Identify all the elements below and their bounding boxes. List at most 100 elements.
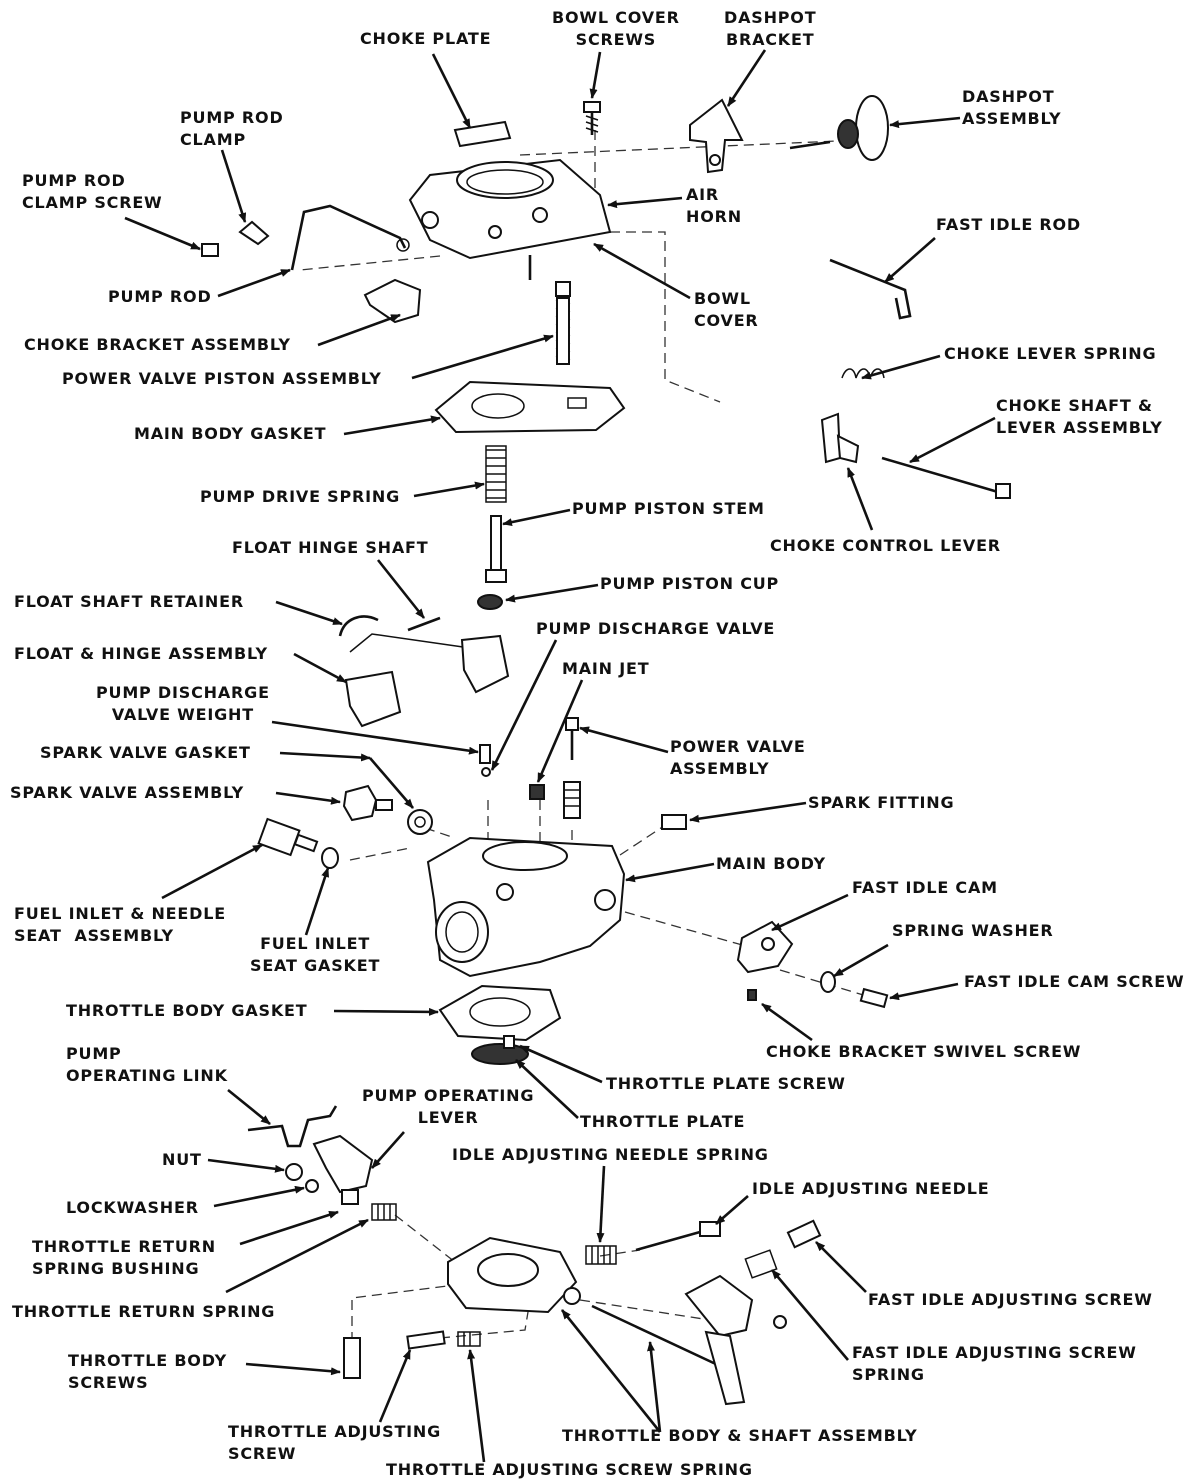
label-choke-control-lever: CHOKE CONTROL LEVER	[770, 536, 1001, 555]
label-throttle-return-spring-bushing: THROTTLE RETURN SPRING BUSHING	[32, 1237, 216, 1278]
label-choke-shaft-lever-assembly: CHOKE SHAFT & LEVER ASSEMBLY	[996, 396, 1163, 437]
label-spark-valve-assembly: SPARK VALVE ASSEMBLY	[10, 783, 245, 802]
label-main-jet: MAIN JET	[562, 659, 650, 678]
label-spark-fitting: SPARK FITTING	[808, 793, 955, 812]
part-power-valve-piston	[555, 281, 571, 365]
part-choke-plate	[453, 120, 512, 148]
label-fast-idle-rod: FAST IDLE ROD	[936, 215, 1082, 234]
part-nut	[285, 1163, 303, 1181]
part-choke-bracket-swivel-screw	[747, 989, 757, 1001]
part-choke-shaft-lever	[820, 412, 1011, 499]
label-throttle-adjusting-screw-spring: THROTTLE ADJUSTING SCREW SPRING	[386, 1460, 753, 1479]
part-pump-rod	[290, 204, 410, 271]
part-main-body	[426, 836, 626, 978]
part-dashpot-assembly	[789, 95, 889, 161]
label-pump-rod-clamp: PUMP ROD CLAMP	[180, 108, 284, 149]
label-dashpot-bracket: DASHPOT BRACKET	[724, 8, 817, 49]
part-air-horn	[408, 158, 612, 280]
part-throttle-plate	[471, 1035, 529, 1065]
label-float-hinge-shaft: FLOAT HINGE SHAFT	[232, 538, 429, 557]
label-power-valve-assembly: POWER VALVE ASSEMBLY	[670, 737, 806, 778]
label-idle-adjusting-needle: IDLE ADJUSTING NEEDLE	[752, 1179, 990, 1198]
label-fuel-inlet-seat-gasket: FUEL INLET SEAT GASKET	[250, 934, 381, 975]
part-float-shaft-retainer	[338, 615, 379, 637]
label-choke-lever-spring: CHOKE LEVER SPRING	[944, 344, 1157, 363]
part-main-body-gasket	[434, 380, 626, 434]
part-throttle-return-spring	[371, 1203, 397, 1221]
part-fast-idle-rod	[829, 258, 912, 320]
part-dashpot-bracket	[689, 98, 744, 174]
label-fast-idle-cam-screw: FAST IDLE CAM SCREW	[964, 972, 1185, 991]
label-bowl-cover: BOWL COVER	[694, 289, 759, 330]
label-main-body: MAIN BODY	[716, 854, 826, 873]
part-pump-piston-stem	[485, 515, 507, 583]
part-fast-idle-adjusting-screw	[786, 1219, 822, 1249]
label-pump-rod: PUMP ROD	[108, 287, 212, 306]
part-throttle-adjusting-screw-spring	[457, 1331, 481, 1347]
label-float-hinge-assembly: FLOAT & HINGE ASSEMBLY	[14, 644, 268, 663]
part-spring-washer	[820, 971, 836, 993]
label-throttle-plate-screw: THROTTLE PLATE SCREW	[606, 1074, 846, 1093]
part-fuel-inlet-seat-gasket	[321, 847, 339, 869]
part-pump-drive-spring	[485, 445, 507, 503]
label-throttle-plate: THROTTLE PLATE	[580, 1112, 746, 1131]
part-pump-rod-clamp-screw	[201, 243, 219, 257]
part-throttle-return-bushing	[341, 1189, 359, 1205]
part-pump-discharge-weight	[479, 744, 491, 777]
part-pump-rod-clamp	[238, 220, 270, 246]
label-fast-idle-cam: FAST IDLE CAM	[852, 878, 998, 897]
label-air-horn: AIR HORN	[686, 185, 742, 226]
part-float-hinge-assembly	[344, 633, 510, 728]
label-pump-operating-lever: PUMP OPERATING LEVER	[362, 1086, 535, 1127]
part-spark-valve-gasket	[407, 809, 433, 835]
leader-lines	[124, 49, 996, 1463]
label-choke-plate: CHOKE PLATE	[360, 29, 492, 48]
label-pump-piston-stem: PUMP PISTON STEM	[572, 499, 765, 518]
label-fuel-inlet-needle-seat: FUEL INLET & NEEDLE SEAT ASSEMBLY	[14, 904, 226, 945]
label-main-body-gasket: MAIN BODY GASKET	[134, 424, 327, 443]
part-choke-bracket-assembly	[363, 278, 422, 324]
label-float-shaft-retainer: FLOAT SHAFT RETAINER	[14, 592, 244, 611]
label-choke-bracket-assembly: CHOKE BRACKET ASSEMBLY	[24, 335, 291, 354]
label-spark-valve-gasket: SPARK VALVE GASKET	[40, 743, 251, 762]
part-throttle-body	[447, 1236, 581, 1314]
label-power-valve-piston-assembly: POWER VALVE PISTON ASSEMBLY	[62, 369, 382, 388]
label-dashpot-assembly: DASHPOT ASSEMBLY	[962, 87, 1062, 128]
label-pump-discharge-valve-weight: PUMP DISCHARGE VALVE WEIGHT	[96, 683, 270, 724]
label-throttle-adjusting-screw: THROTTLE ADJUSTING SCREW	[228, 1422, 442, 1463]
part-fast-idle-cam	[736, 920, 794, 974]
label-nut: NUT	[162, 1150, 202, 1169]
label-throttle-body-gasket: THROTTLE BODY GASKET	[66, 1001, 308, 1020]
label-lockwasher: LOCKWASHER	[66, 1198, 199, 1217]
part-choke-lever-spring	[841, 368, 885, 379]
part-power-valve-assembly	[563, 717, 581, 819]
part-spark-valve-assembly	[342, 784, 393, 822]
part-pump-operating-lever	[312, 1134, 374, 1194]
label-pump-rod-clamp-screw: PUMP ROD CLAMP SCREW	[22, 171, 163, 212]
part-main-jet	[529, 784, 545, 800]
label-pump-discharge-valve: PUMP DISCHARGE VALVE	[536, 619, 776, 638]
part-idle-adjusting-needle-spring	[585, 1245, 617, 1265]
part-fast-idle-adjusting-screw-spring	[744, 1249, 778, 1279]
part-lockwasher	[305, 1179, 319, 1193]
label-pump-piston-cup: PUMP PISTON CUP	[600, 574, 780, 593]
label-fast-idle-adjusting-screw: FAST IDLE ADJUSTING SCREW	[868, 1290, 1153, 1309]
label-bowl-cover-screws: BOWL COVER SCREWS	[552, 8, 680, 49]
part-spark-fitting	[661, 814, 687, 830]
label-pump-drive-spring: PUMP DRIVE SPRING	[200, 487, 401, 506]
part-float-hinge-shaft	[407, 616, 441, 632]
part-idle-adjusting-needle	[635, 1221, 721, 1252]
label-throttle-body-screws: THROTTLE BODY SCREWS	[68, 1351, 228, 1392]
part-bowl-cover-screw	[583, 101, 601, 135]
label-pump-operating-link: PUMP OPERATING LINK	[66, 1044, 228, 1085]
part-fast-idle-cam-screw	[859, 987, 889, 1009]
part-pump-piston-cup	[477, 594, 503, 610]
part-pump-operating-link	[247, 1105, 338, 1148]
label-idle-adjusting-needle-spring: IDLE ADJUSTING NEEDLE SPRING	[452, 1145, 769, 1164]
part-throttle-body-gasket	[438, 984, 562, 1042]
label-spring-washer: SPRING WASHER	[892, 921, 1054, 940]
label-choke-bracket-swivel-screw: CHOKE BRACKET SWIVEL SCREW	[766, 1042, 1082, 1061]
part-fuel-inlet-needle-seat	[257, 817, 319, 857]
label-throttle-body-shaft-assembly: THROTTLE BODY & SHAFT ASSEMBLY	[562, 1426, 918, 1445]
